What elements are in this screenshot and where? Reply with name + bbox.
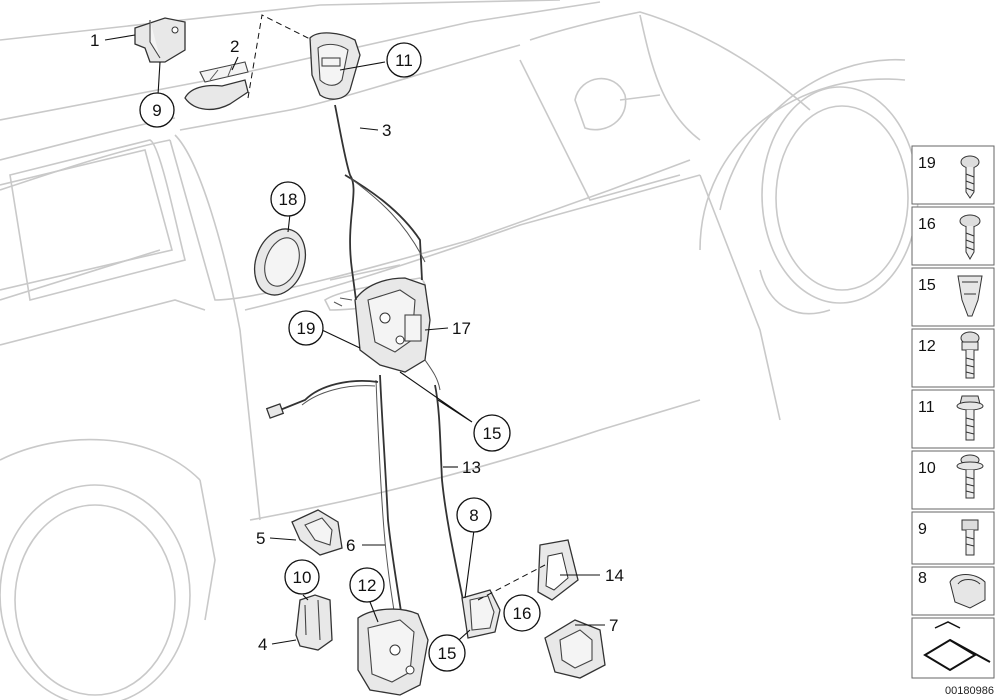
callout-18: 18 [279,190,298,209]
callouts: 1 2 3 17 13 5 6 4 14 7 9 11 18 19 15 8 1… [90,31,624,672]
callout-4: 4 [258,635,267,654]
callout-12: 12 [358,576,377,595]
plate-part [291,509,343,556]
ring-part [253,228,307,296]
frame-part [537,539,579,601]
pan-head-screw-icon [960,155,980,199]
callout-8-circle [456,497,492,533]
callout-11: 11 [395,51,413,70]
striker-part [295,594,333,651]
callout-12-circle [349,567,385,603]
cables [265,104,466,651]
legend-number-15: 15 [918,277,936,294]
main-lock-part [333,277,431,373]
callout-8: 8 [469,506,478,525]
callout-19-circle [288,310,324,346]
legend-number-10: 10 [918,460,936,477]
callout-19: 19 [297,319,316,338]
callout-15-lower: 15 [438,644,457,663]
wood-screw-icon [959,214,981,261]
bracket-part [134,17,186,63]
callout-18-circle [270,181,306,217]
callout-17: 17 [452,319,471,338]
callout-6: 6 [346,536,355,555]
callout-15-circle-lower [428,634,466,672]
diagram-symbol-icon [923,621,991,672]
cable-clip-icon [949,574,986,609]
callout-16-circle [503,594,541,632]
clip-nut-icon [957,275,983,317]
box-part [461,589,501,639]
flange-bolt-icon [956,395,984,441]
callout-16: 16 [513,604,532,623]
legend-number-19: 19 [918,155,936,172]
fastener-legend: 19 16 15 12 11 [911,145,995,679]
car-body-outline [0,0,919,700]
legend-number-11: 11 [918,399,935,416]
callout-15-upper: 15 [483,424,502,443]
washer-screw-icon [956,454,984,499]
callout-1: 1 [90,31,99,50]
callout-5: 5 [256,529,265,548]
leader-lines [104,14,605,649]
callout-3: 3 [382,121,391,140]
callout-15-circle-upper [473,414,511,452]
callout-11-circle [386,42,422,78]
collar-bolt-icon [960,331,980,379]
callout-10: 10 [293,568,312,587]
short-bolt-icon [961,519,979,556]
cover-part [544,619,606,679]
callout-2: 2 [230,37,239,56]
lower-lock-part [357,608,429,696]
callout-14: 14 [605,566,624,585]
legend-number-9: 9 [918,521,927,538]
diagram-id: 00180986 [945,685,994,697]
legend-number-12: 12 [918,338,936,355]
callout-7: 7 [609,616,618,635]
callout-9: 9 [152,101,161,120]
legend-number-16: 16 [918,216,936,233]
callout-9-circle [139,92,175,128]
legend-number-8: 8 [918,570,927,587]
handle-part [184,61,249,110]
callout-13: 13 [462,458,481,477]
callout-10-circle [284,559,320,595]
upper-lock-part [309,32,361,100]
